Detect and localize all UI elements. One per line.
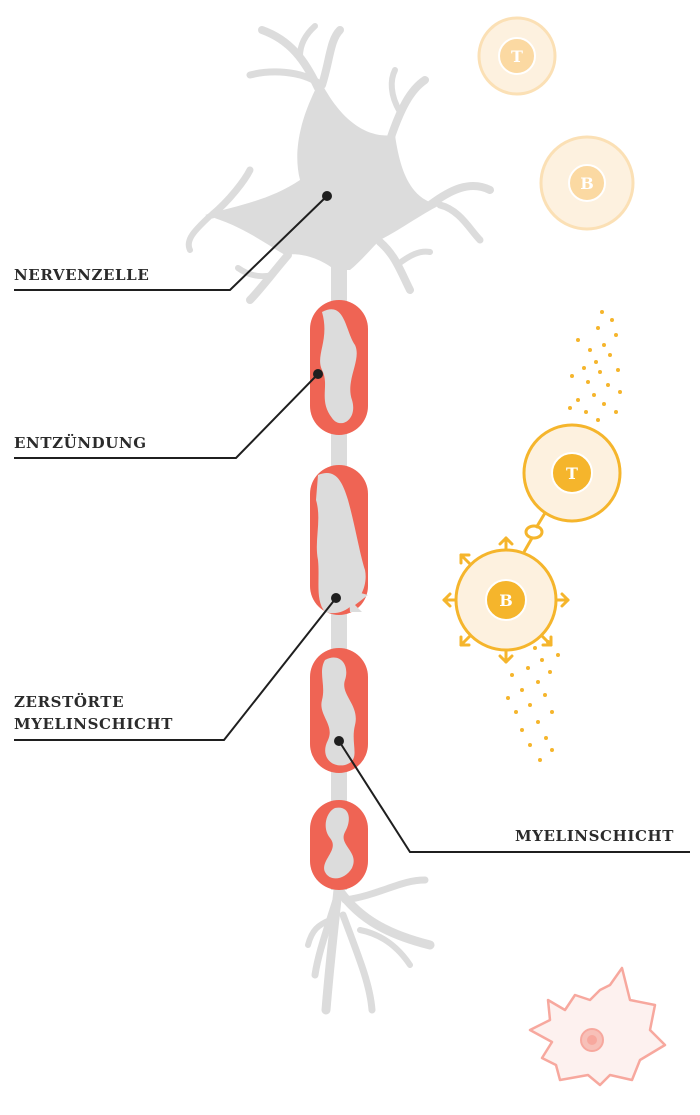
myelin-segment-lower	[310, 800, 368, 890]
inactive-b-cell: B	[541, 137, 633, 229]
dendritic-cell	[530, 968, 665, 1085]
myelin-segment-destroyed	[310, 465, 368, 615]
active-t-cell: T	[524, 425, 620, 521]
label-myelin-sheath: MYELINSCHICHT	[515, 825, 674, 847]
inactive-t-cell: T	[479, 18, 555, 94]
label-destroyed-myelin-line2: MYELINSCHICHT	[14, 713, 173, 735]
label-nerve-cell: NERVENZELLE	[14, 264, 149, 286]
label-inflammation: ENTZÜNDUNG	[14, 432, 147, 454]
cell-connector	[524, 508, 548, 552]
inactive-b-cell-letter: B	[580, 174, 594, 193]
active-b-cell-letter: B	[499, 591, 513, 610]
inactive-t-cell-letter: T	[511, 47, 523, 66]
myelin-segment-inflamed	[310, 300, 368, 435]
myelin-segment-healthy	[310, 648, 368, 773]
active-b-cell: B	[444, 538, 568, 662]
label-destroyed-myelin-line1: ZERSTÖRTE	[14, 691, 124, 713]
active-t-cell-letter: T	[566, 464, 578, 483]
cytokine-dots	[506, 310, 622, 762]
